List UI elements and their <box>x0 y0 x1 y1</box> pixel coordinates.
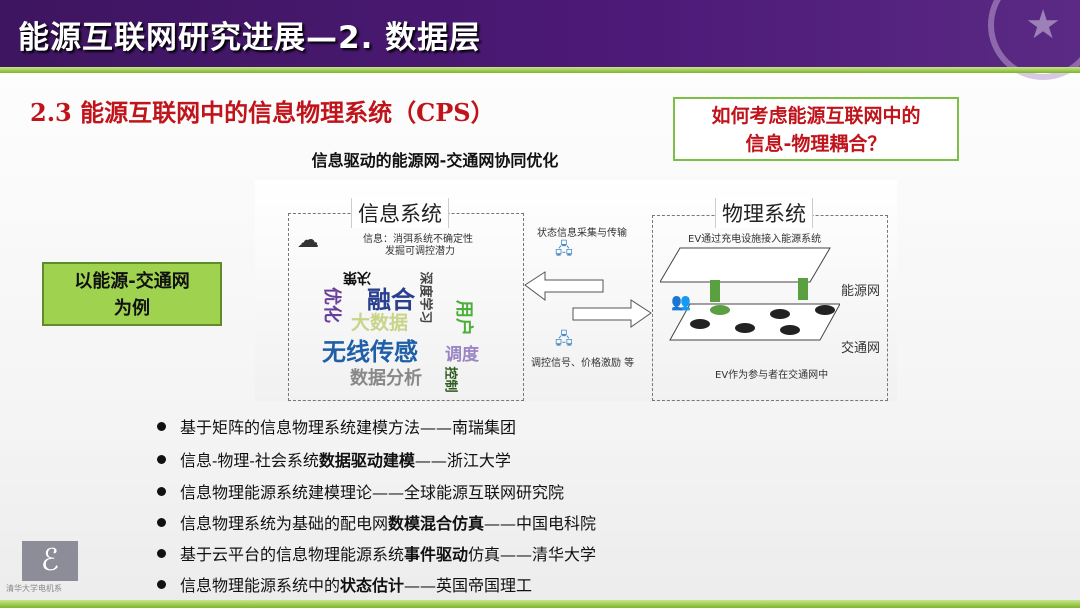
bullet-item: 基于矩阵的信息物理系统建模方法——南瑞集团 <box>157 414 516 438</box>
ev-charging-label: EV通过充电设施接入能源系统 <box>688 234 822 245</box>
bullet-bold-text: 数模混合仿真 <box>388 514 485 533</box>
bullet-text: 基于矩阵的信息物理系统建模方法——南瑞集团 <box>180 418 517 437</box>
bullet-text: 信息物理能源系统中的 <box>180 576 341 595</box>
header-bar: 能源互联网研究进展—2. 数据层 ★ <box>0 0 1080 80</box>
bullet-dot-icon <box>157 549 166 558</box>
department-logo-text: 清华大学电机系 <box>6 584 62 593</box>
question-line-1: 如何考虑能源互联网中的 <box>711 105 921 127</box>
network-download-icon: 🖧 <box>555 329 573 348</box>
word-deep-learning: 深度学习 <box>417 271 433 324</box>
state-info-label: 状态信息采集与传输 <box>537 228 627 239</box>
info-desc-2: 发掘可调控潜力 <box>385 246 455 257</box>
ev-participant-label: EV作为参与者在交通网中 <box>715 370 829 381</box>
word-fusion: 融合 <box>367 286 415 314</box>
example-line-1: 以能源-交通网 <box>74 271 190 292</box>
footer-divider <box>0 600 1080 608</box>
bullet-text: ——英国帝国理工 <box>404 576 533 595</box>
bullet-dot-icon <box>157 518 166 527</box>
bullet-item: 信息物理能源系统建模理论——全球能源互联网研究院 <box>157 479 564 503</box>
example-box: 以能源-交通网 为例 <box>42 262 222 326</box>
department-logo-icon: ℰ <box>22 541 78 581</box>
bullet-dot-icon <box>157 487 166 496</box>
word-data-analysis: 数据分析 <box>350 368 422 389</box>
word-optimize: 优化 <box>321 287 342 323</box>
header-divider <box>0 67 1080 73</box>
word-wireless-sensing: 无线传感 <box>322 338 418 366</box>
bullet-bold-text: 状态估计 <box>340 576 405 595</box>
bullet-text: 信息-物理-社会系统 <box>180 451 319 470</box>
bullet-text: ——浙江大学 <box>414 451 511 470</box>
university-seal-icon: ★ <box>988 0 1080 80</box>
word-user: 用户 <box>453 300 474 336</box>
traffic-net-label: 交通网 <box>841 341 881 356</box>
bullet-dot-icon <box>157 422 166 431</box>
bullet-text: 仿真——清华大学 <box>468 545 597 564</box>
bullet-text: ——中国电科院 <box>484 514 597 533</box>
bullet-text: 基于云平台的信息物理能源系统 <box>180 545 405 564</box>
example-line-2: 为例 <box>114 298 150 319</box>
bullet-item: 信息物理能源系统中的状态估计——英国帝国理工 <box>157 572 532 596</box>
bullet-bold-text: 事件驱动 <box>404 545 469 564</box>
bullet-dot-icon <box>157 455 166 464</box>
network-upload-icon: 🖧 <box>555 239 573 258</box>
bidirectional-arrows-icon <box>524 271 652 328</box>
bullet-item: 基于云平台的信息物理能源系统事件驱动仿真——清华大学 <box>157 541 596 565</box>
section-subtitle: 2.3 能源互联网中的信息物理系统（CPS） <box>30 98 495 127</box>
bullet-bold-text: 数据驱动建模 <box>318 451 415 470</box>
question-line-2: 信息-物理耦合？ <box>745 133 887 155</box>
control-signal-label: 调控信号、价格激励 等 <box>531 358 635 369</box>
slide-title: 能源互联网研究进展—2. 数据层 <box>18 20 482 56</box>
bullet-item: 信息-物理-社会系统数据驱动建模——浙江大学 <box>157 447 511 471</box>
energy-net-label: 能源网 <box>841 284 881 299</box>
physical-system-label: 物理系统 <box>715 198 813 228</box>
users-icon: 👥 <box>671 292 691 311</box>
cloud-server-icon: ☁ <box>297 228 319 253</box>
question-box: 如何考虑能源互联网中的 信息-物理耦合？ <box>673 97 959 161</box>
word-dispatch: 调度 <box>445 345 479 365</box>
info-desc-1: 信息：消弭系统不确定性 <box>363 234 473 245</box>
info-system-label: 信息系统 <box>351 198 449 228</box>
bullet-text: 信息物理系统为基础的配电网 <box>180 514 389 533</box>
bullet-item: 信息物理系统为基础的配电网数模混合仿真——中国电科院 <box>157 510 596 534</box>
cps-diagram: 信息系统 ☁ 信息：消弭系统不确定性 发掘可调控潜力 决策 融合 优化 大数据 … <box>255 180 897 402</box>
bullet-dot-icon <box>157 580 166 589</box>
energy-traffic-layers-icon <box>660 247 840 341</box>
diagram-title: 信息驱动的能源网-交通网协同优化 <box>311 151 559 170</box>
word-bigdata: 大数据 <box>351 312 409 334</box>
word-control: 控制 <box>442 366 458 393</box>
bullet-text: 信息物理能源系统建模理论——全球能源互联网研究院 <box>180 483 565 502</box>
